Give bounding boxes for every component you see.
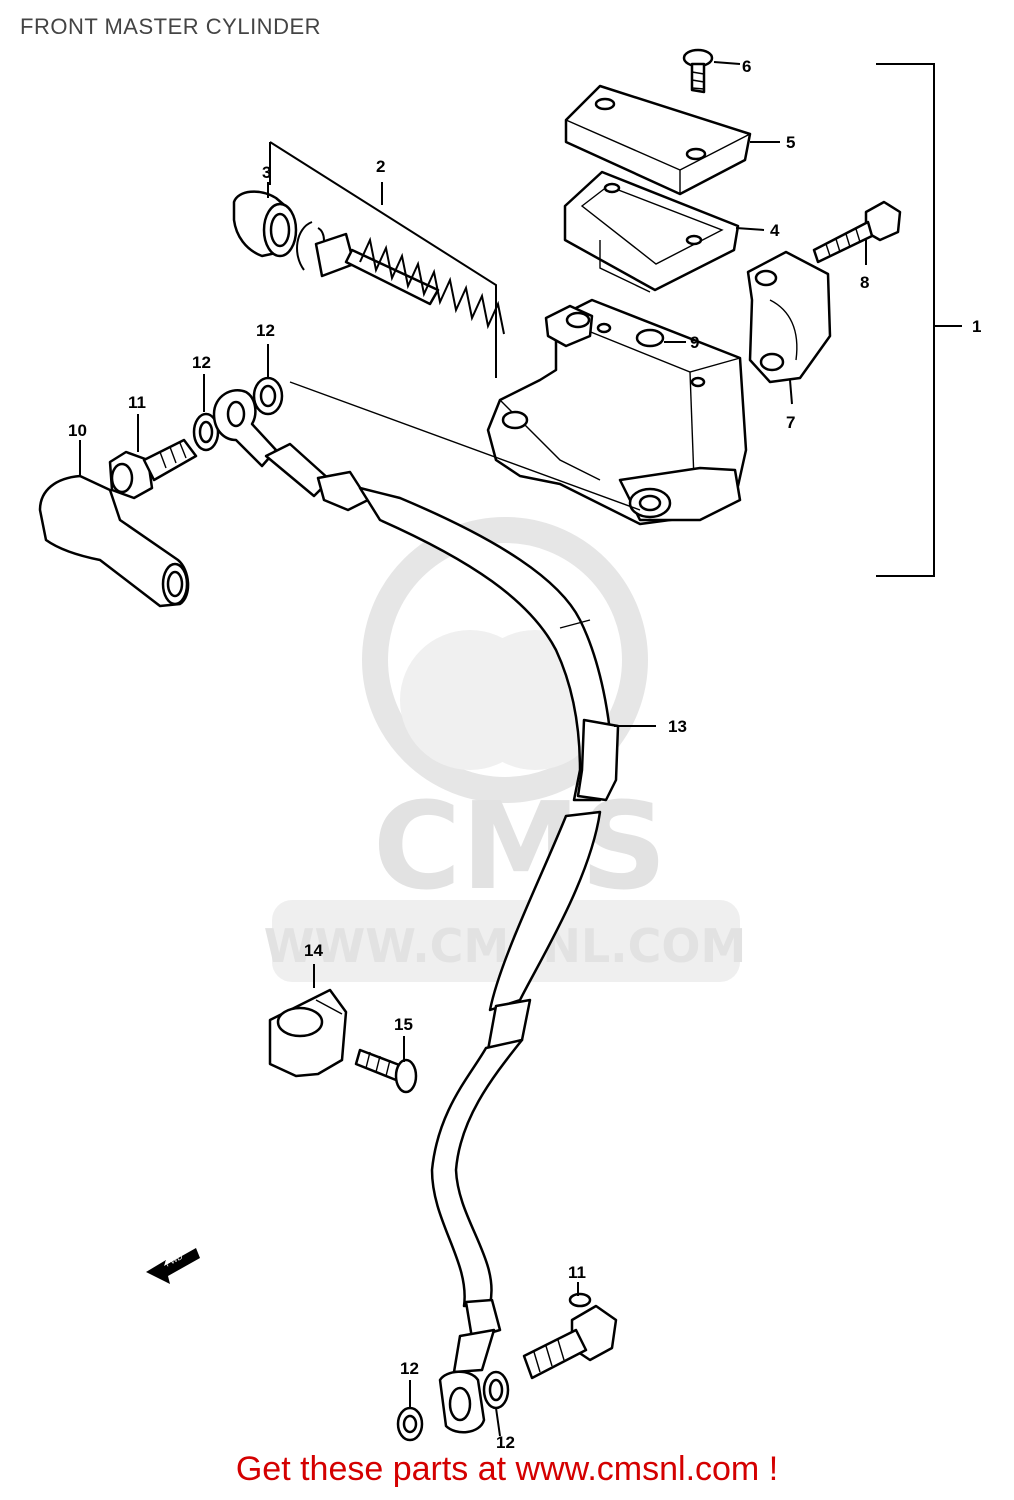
callout-5: 5 <box>786 133 795 152</box>
callout-13: 13 <box>668 717 687 736</box>
callout-4: 4 <box>770 221 780 240</box>
callout-15: 15 <box>394 1015 413 1034</box>
diaphragm-part-4 <box>563 170 765 293</box>
footer-cta[interactable]: Get these parts at www.cmsnl.com ! <box>235 1450 779 1488</box>
washer-lower-a-part-12 <box>396 1380 424 1442</box>
leader-line <box>289 381 641 511</box>
callout-12-lower-a: 12 <box>400 1359 419 1378</box>
callout-12-lower-b: 12 <box>496 1433 515 1452</box>
callout-12-upper-a: 12 <box>192 353 211 372</box>
clamp-part-7 <box>746 250 832 405</box>
callout-14: 14 <box>304 941 323 960</box>
callout-11-upper: 11 <box>128 393 146 412</box>
master-cylinder-body <box>486 298 748 526</box>
spring <box>359 236 505 335</box>
banjo-bolt-lower-part-11 <box>522 1282 618 1380</box>
screw-part-15 <box>354 1036 418 1094</box>
brake-hose-part-13 <box>212 389 656 1434</box>
assembly-bracket <box>876 63 962 577</box>
piston-set-bracket <box>269 141 497 378</box>
washer-upper-a-part-12 <box>192 374 220 452</box>
callout-12-upper-b: 12 <box>256 321 275 340</box>
banjo-bolt-upper-part-11 <box>108 414 198 500</box>
washer-upper-b-part-12 <box>252 344 284 416</box>
hose-guide-part-14 <box>268 964 348 1078</box>
callout-2: 2 <box>376 157 385 176</box>
reservoir-cap-part-5 <box>564 84 780 196</box>
forward-arrow: FWD <box>146 1248 200 1284</box>
callout-7: 7 <box>786 413 795 432</box>
callout-1: 1 <box>972 317 981 336</box>
watermark: CMS WWW.CMSNL.COM <box>264 517 746 982</box>
callout-11-lower: 11 <box>568 1263 586 1282</box>
callout-10: 10 <box>68 421 87 440</box>
banjo-cover-part-10 <box>38 440 190 608</box>
screw-part-6 <box>682 48 741 94</box>
watermark-logo-text: CMS <box>373 778 667 917</box>
boot-part-3 <box>232 182 298 258</box>
callout-3: 3 <box>262 163 271 182</box>
callout-6: 6 <box>742 57 751 76</box>
callout-9: 9 <box>690 333 699 352</box>
piston-spring-part-2 <box>314 232 505 335</box>
callout-8: 8 <box>860 273 869 292</box>
washer-lower-b-part-12 <box>482 1370 510 1437</box>
page-title: FRONT MASTER CYLINDER <box>20 14 322 39</box>
bolt-part-8 <box>812 200 902 265</box>
callout-labels: 1 2 3 4 5 6 7 8 9 10 11 12 12 12 13 14 1… <box>68 57 981 1452</box>
